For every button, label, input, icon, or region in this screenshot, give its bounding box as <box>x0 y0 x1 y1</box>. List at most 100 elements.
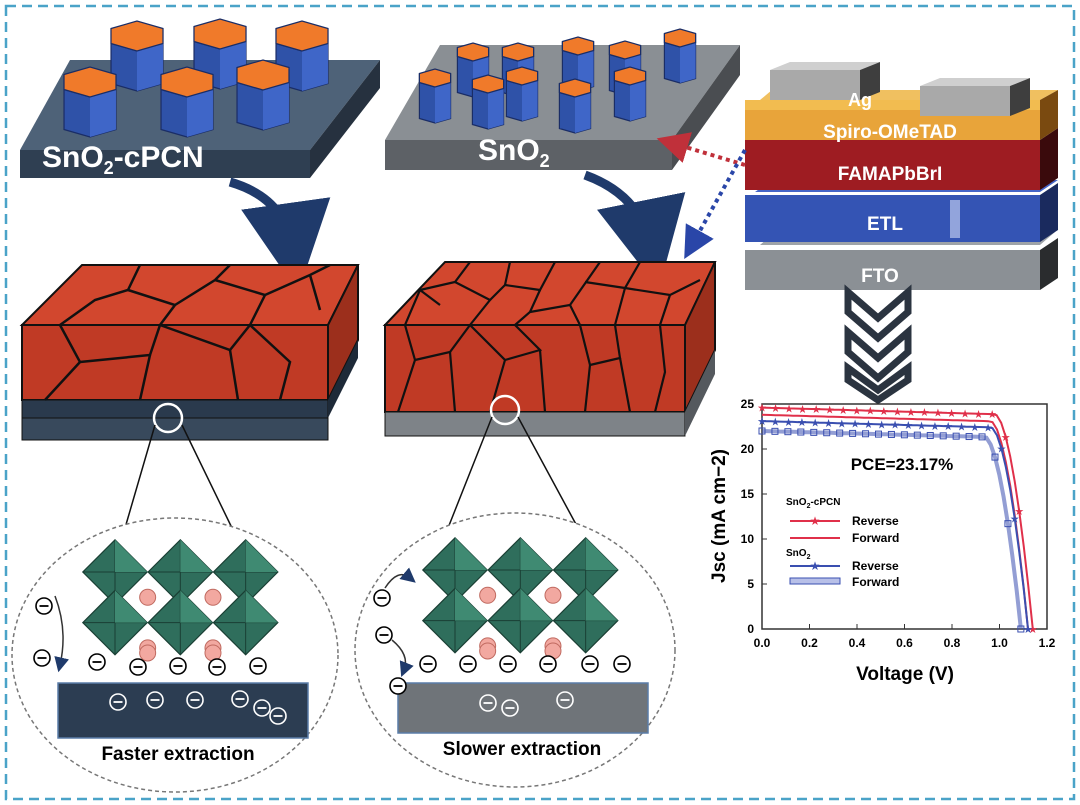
stack-layer-spiro: Spiro-OMeTAD <box>823 122 957 143</box>
series-marker: ★ <box>960 408 970 420</box>
x-tick-label: 0.0 <box>754 636 771 650</box>
series-marker <box>771 427 779 435</box>
dashed-border <box>4 4 1076 801</box>
legend-group1-title: SnO2-cPCN <box>786 497 840 510</box>
electron-icon <box>186 691 204 709</box>
series-marker: ★ <box>970 422 980 434</box>
series-marker <box>862 430 870 438</box>
series-marker: ★ <box>1023 624 1033 636</box>
series-marker <box>1004 520 1012 528</box>
grain-sno2-9 <box>613 66 647 122</box>
series-marker <box>784 428 792 436</box>
series-marker <box>849 429 857 437</box>
series-marker: ★ <box>852 405 862 417</box>
x-tick-label: 0.4 <box>849 636 866 650</box>
series-marker <box>900 431 908 439</box>
series-marker: ★ <box>903 420 913 432</box>
x-tick-label: 1.0 <box>991 636 1008 650</box>
grain-sno2-7 <box>505 66 539 122</box>
chart-legend: SnO2-cPCN ★ Reverse Forward SnO2 ★ Rever… <box>786 497 899 589</box>
series-marker <box>823 429 831 437</box>
grain-sno2-5 <box>418 68 452 124</box>
series-line <box>761 406 1034 630</box>
series-marker: ★ <box>1014 506 1024 518</box>
sno2-substrate-label: SnO2 <box>478 134 550 171</box>
series-marker <box>887 430 895 438</box>
series-marker: ★ <box>957 422 967 434</box>
series-marker <box>810 428 818 436</box>
grain-cpcn-3 <box>63 66 117 138</box>
octahedron-3 <box>81 589 149 656</box>
series-marker <box>952 432 960 440</box>
series-marker <box>836 429 844 437</box>
series-line <box>761 429 1023 630</box>
grain-sno2-2 <box>561 36 595 92</box>
electron-icon <box>88 653 106 671</box>
stack-layer-ag: Ag <box>848 90 872 110</box>
electron-icon <box>501 699 519 717</box>
series-marker <box>926 431 934 439</box>
sno2-etl-slab <box>397 682 649 734</box>
series-marker: ★ <box>784 403 794 415</box>
extraction-arrow-left <box>54 595 69 673</box>
octahedron-5 <box>552 587 619 654</box>
electron-icon <box>35 597 53 615</box>
cpcn-etl-slab <box>57 682 309 739</box>
series-marker <box>874 430 882 438</box>
electron-icon <box>389 677 407 695</box>
cation <box>479 586 497 604</box>
series-marker: ★ <box>996 443 1006 455</box>
chevron-down-icon <box>844 284 912 405</box>
stack-layer-etl: ETL <box>867 214 903 235</box>
octahedron-4 <box>487 587 554 654</box>
legend-label-red-reverse: Reverse <box>852 514 899 528</box>
y-tick-label: 0 <box>747 622 754 636</box>
series-marker: ★ <box>850 419 860 431</box>
series-marker <box>991 453 999 461</box>
grain-sno2-8 <box>558 78 592 134</box>
electron-icon <box>479 694 497 712</box>
octahedron-2 <box>552 536 619 604</box>
series-marker <box>978 433 986 441</box>
cpcn-substrate-label: SnO2-cPCN <box>42 141 204 178</box>
series-marker: ★ <box>1001 432 1011 444</box>
electron-icon <box>539 655 557 673</box>
y-tick-label: 15 <box>741 487 755 501</box>
series-marker: ★ <box>892 406 902 418</box>
down-arrow-middle <box>583 170 686 290</box>
electron-icon <box>499 655 517 673</box>
octahedron-1 <box>147 538 214 606</box>
zoom-lines <box>124 416 579 529</box>
series-marker: ★ <box>810 418 820 430</box>
electron-icon <box>169 657 187 675</box>
pointer-arrow-blue <box>684 149 747 259</box>
series-0: ★★★★★★★★★★★★★★★★★★★★★ <box>757 403 1038 636</box>
octahedron-5 <box>212 589 279 656</box>
down-arrow-left <box>228 177 331 293</box>
cation <box>139 588 157 606</box>
cation <box>544 586 562 604</box>
series-marker: ★ <box>863 419 873 431</box>
recombination-arrow <box>384 567 416 589</box>
series-marker: ★ <box>947 408 957 420</box>
charges-left <box>33 597 287 725</box>
electron-icon <box>208 658 226 676</box>
electron-icon <box>613 655 631 673</box>
series-marker: ★ <box>770 416 780 428</box>
electron-icon <box>253 699 271 717</box>
octahedron-0 <box>421 536 489 604</box>
series-marker <box>913 431 921 439</box>
series-marker: ★ <box>784 417 794 429</box>
series-marker: ★ <box>757 403 767 415</box>
grain-cpcn-0 <box>110 20 164 92</box>
x-tick-label: 0.6 <box>896 636 913 650</box>
zoom-circle-left <box>152 402 184 434</box>
chart-annotation-pce: PCE=23.17% <box>851 455 954 474</box>
electron-icon <box>375 626 393 644</box>
grain-sno2-4 <box>663 28 697 84</box>
y-tick-label: 10 <box>741 532 755 546</box>
series-marker <box>758 427 766 435</box>
series-marker: ★ <box>983 422 993 434</box>
legend-label-red-forward: Forward <box>852 531 899 545</box>
